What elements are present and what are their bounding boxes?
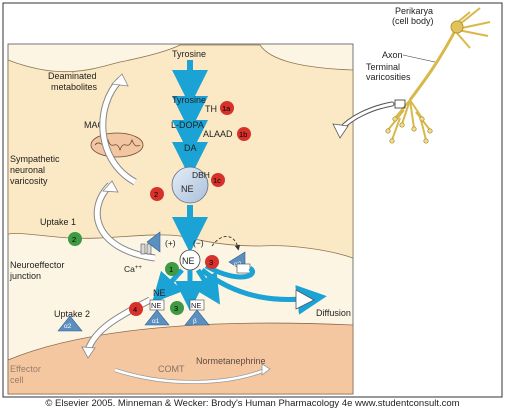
- sympathetic-label-1: Sympathetic: [10, 154, 60, 164]
- sympathetic-label-2: neuronal: [10, 165, 45, 175]
- calcium-label: Ca++: [124, 264, 142, 274]
- effector-label-1: Effector: [10, 364, 41, 374]
- mitochondrion-icon: [90, 132, 144, 158]
- ldopa-label: L-DOPA: [171, 120, 204, 130]
- svg-text:4: 4: [133, 305, 137, 314]
- badge-2-uptake1: 2: [68, 232, 82, 246]
- uptake2-label: Uptake 2: [54, 309, 90, 319]
- badge-1a: 1a: [220, 101, 234, 115]
- feedback-dashed-arrow: [211, 236, 241, 251]
- svg-text:1b: 1b: [239, 130, 247, 139]
- ne-bound-alpha2: [236, 263, 251, 274]
- uptake2-receptor-label: α2: [64, 323, 72, 330]
- uptake1-label: Uptake 1: [40, 217, 76, 227]
- badge-3-green: 3: [170, 301, 184, 315]
- badge-1-release: 1: [165, 262, 179, 276]
- dbh-label: DBH: [192, 170, 210, 180]
- effector-ne-label-2: NE: [191, 301, 201, 310]
- varicosities-label: varicosities: [366, 72, 411, 82]
- effector-label-2: cell: [10, 375, 24, 385]
- svg-text:2: 2: [154, 190, 158, 199]
- perikarya-label: Perikarya: [395, 6, 433, 16]
- terminal-varicosities: [385, 116, 433, 144]
- badge-1c: 1c: [211, 173, 225, 187]
- deaminated-label-2: metabolites: [51, 82, 98, 92]
- svg-text:2: 2: [72, 235, 76, 244]
- effector-ne-label-1: NE: [151, 301, 161, 310]
- neuroeffector-label-2: junction: [9, 271, 41, 281]
- calcium-channel: [140, 243, 152, 255]
- svg-text:1: 1: [169, 265, 173, 274]
- normetanephrine-label: Normetanephrine: [196, 356, 266, 366]
- svg-text:3: 3: [174, 304, 178, 313]
- ne-release-label: NE: [153, 288, 166, 298]
- terminal-label: Terminal: [366, 62, 400, 72]
- axon-label: Axon: [382, 50, 403, 60]
- alpha1-receptor-label: α1: [152, 318, 160, 325]
- beta-receptor-label: β: [193, 318, 197, 325]
- th-label: TH: [205, 104, 217, 114]
- storage-vesicle: [171, 166, 209, 204]
- badge-1b: 1b: [237, 127, 251, 141]
- tyrosine-label: Tyrosine: [172, 95, 206, 105]
- minus-label: (−): [193, 238, 204, 248]
- svg-text:1c: 1c: [213, 176, 221, 185]
- alaad-label: ALAAD: [203, 129, 233, 139]
- neuron-cell-body: [450, 20, 464, 34]
- badge-2-vesicle: 2: [150, 187, 164, 201]
- diffusion-label: Diffusion: [316, 308, 351, 318]
- svg-text:3: 3: [209, 258, 213, 267]
- comt-label: COMT: [158, 364, 185, 374]
- tyrosine-top-label: Tyrosine: [172, 49, 206, 59]
- plus-label: (+): [165, 238, 176, 248]
- cell-body-label: (cell body): [392, 16, 434, 26]
- copyright-footer: © Elsevier 2005. Minneman & Wecker: Brod…: [45, 398, 460, 409]
- mao-label: MAO: [84, 120, 105, 130]
- badge-3-red: 3: [205, 255, 219, 269]
- sympathetic-label-3: varicosity: [10, 176, 48, 186]
- badge-4: 4: [129, 302, 143, 316]
- deaminated-label-1: Deaminated: [48, 71, 97, 81]
- neuroeffector-label-1: Neuroeffector: [10, 260, 64, 270]
- svg-text:1a: 1a: [222, 104, 231, 113]
- alpha2-receptor-top: [146, 231, 161, 253]
- zoom-box: [394, 99, 406, 109]
- effector-receptors: [57, 299, 210, 332]
- ne-cleft-label: NE: [182, 256, 195, 266]
- da-label: DA: [184, 143, 197, 153]
- vesicle-ne-label: NE: [181, 184, 194, 194]
- axon-pointer: [402, 54, 436, 63]
